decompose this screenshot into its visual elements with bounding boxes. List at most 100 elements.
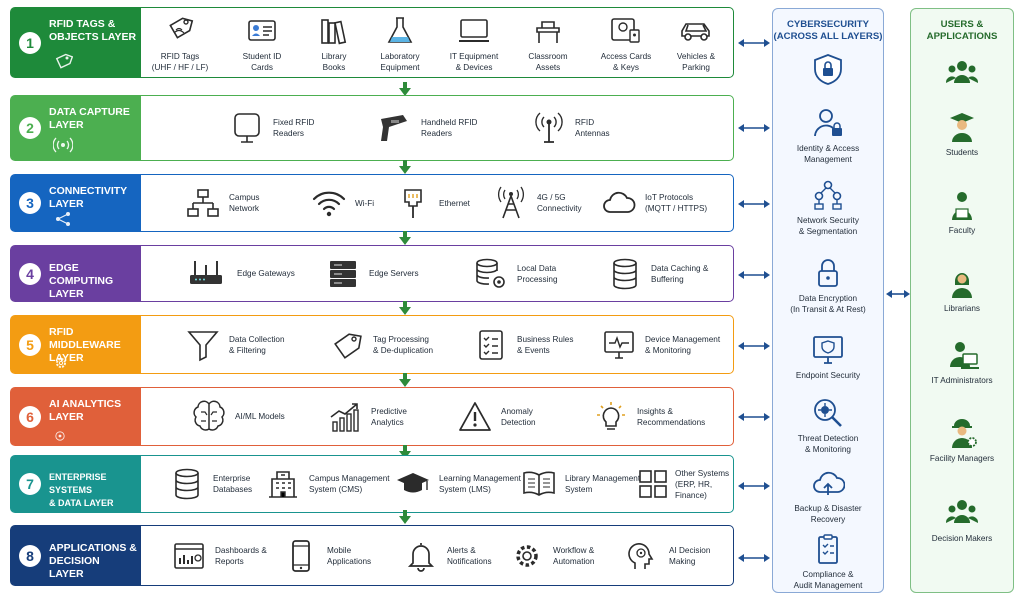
security-label: Backup & Disaster Recovery	[794, 504, 862, 524]
monitor-icon	[459, 19, 489, 42]
cloud-icon	[603, 191, 636, 213]
item-rfid-antennas: RFID Antennas	[531, 111, 610, 145]
security-item-network: Network Security & Segmentation	[773, 179, 883, 237]
padlock-icon	[818, 259, 838, 287]
item-device-management: Device Management & Monitoring	[601, 328, 720, 362]
rfid-tag-icon	[169, 17, 194, 39]
item-data-caching: Data Caching & Buffering	[607, 257, 708, 291]
layer-3-items: Campus Network Wi-Fi Ethernet 4G / 5G Co…	[141, 175, 733, 231]
decision-makers-icon	[945, 500, 979, 523]
layer-title: ENTERPRISE SYSTEMS & DATA LAYER	[49, 472, 114, 508]
gear-icon	[56, 358, 66, 368]
signal-icon	[53, 137, 73, 153]
layer-number: 1	[19, 31, 41, 54]
books-icon	[321, 19, 347, 45]
item-workflow: Workflow & Automation	[509, 539, 594, 573]
bidirectional-arrow-icon	[738, 342, 770, 350]
item-enterprise-databases: Enterprise Databases	[169, 467, 252, 501]
layer-number: 4	[19, 262, 41, 285]
security-item-backup: Backup & Disaster Recovery	[773, 467, 883, 525]
bidirectional-arrow-icon	[738, 482, 770, 490]
item-campus-network: Campus Network	[185, 186, 260, 220]
item-tag-processing: Tag Processing & De-duplication	[329, 328, 433, 362]
user-item-it-admins: IT Administrators	[911, 339, 1013, 386]
item-label: Insights & Recommendations	[637, 406, 706, 427]
brain-icon	[193, 400, 225, 431]
cloud-backup-icon	[813, 471, 845, 495]
layer-title: RFID TAGS & OBJECTS LAYER	[49, 18, 137, 43]
down-arrow-icon	[399, 445, 411, 459]
item-label: Learning Management System (LMS)	[439, 474, 521, 494]
layer-title: AI ANALYTICS LAYER	[49, 398, 122, 423]
item-anomaly-detection: Anomaly Detection	[457, 400, 536, 434]
bidirectional-arrow-icon	[738, 124, 770, 132]
users-title: USERS & APPLICATIONS	[926, 19, 998, 42]
funnel-icon	[187, 330, 219, 361]
endpoint-shield-icon	[813, 336, 843, 364]
lightbulb-icon	[597, 401, 625, 430]
item-classroom-assets: Classroom Assets	[511, 14, 585, 73]
user-label: Librarians	[944, 304, 980, 313]
bidirectional-arrow-icon	[738, 39, 770, 47]
item-access-cards: Access Cards & Keys	[589, 14, 663, 73]
item-predictive-analytics: Predictive Analytics	[327, 400, 407, 434]
bidirectional-arrow-icon	[738, 413, 770, 421]
item-label: Tag Processing & De-duplication	[373, 334, 434, 355]
layer-number: 3	[19, 192, 41, 214]
layer-5-header: 5 RFID MIDDLEWARE LAYER	[11, 316, 141, 373]
handheld-reader-icon	[381, 115, 407, 141]
item-label: IT Equipment & Devices	[449, 52, 499, 72]
security-item-compliance: Compliance & Audit Management	[773, 533, 883, 591]
item-label: Other Systems (ERP, HR, Finance)	[675, 468, 730, 500]
item-ai-ml-models: AI/ML Models	[191, 400, 285, 434]
student-icon	[950, 113, 974, 142]
bidirectional-arrow-icon	[738, 200, 770, 208]
layer-5-rfid-middleware: 5 RFID MIDDLEWARE LAYER Data Collection …	[10, 315, 734, 374]
item-label: Student ID Cards	[242, 52, 282, 72]
security-label: Compliance & Audit Management	[793, 570, 863, 590]
item-data-collection: Data Collection & Filtering	[185, 328, 285, 362]
tag-icon	[55, 53, 73, 69]
item-label: RFID Tags (UHF / HF / LF)	[151, 52, 209, 72]
security-label: Endpoint Security	[795, 371, 861, 380]
user-lock-icon	[814, 109, 842, 137]
user-item-faculty: Faculty	[911, 189, 1013, 236]
librarian-icon	[952, 273, 972, 298]
antenna-icon	[535, 112, 563, 143]
grid-icon	[639, 470, 667, 498]
security-label: Network Security & Segmentation	[797, 216, 859, 236]
server-icon	[330, 260, 356, 287]
users-panel: USERS & APPLICATIONS Students Faculty Li…	[910, 8, 1014, 593]
item-label: Edge Servers	[369, 269, 419, 278]
cybersecurity-panel: CYBERSECURITY (ACROSS ALL LAYERS) Identi…	[772, 8, 884, 593]
user-label: Students	[945, 148, 979, 157]
layer-number: 8	[19, 544, 41, 567]
layer-title: APPLICATIONS & DECISION LAYER	[49, 542, 137, 580]
user-label: Decision Makers	[931, 534, 993, 543]
item-rfid-tags: RFID Tags (UHF / HF / LF)	[143, 14, 217, 73]
mobile-icon	[292, 539, 310, 572]
network-icon	[187, 189, 219, 217]
item-label: Workflow & Automation	[553, 545, 595, 566]
network-segment-icon	[814, 180, 842, 210]
item-label: Campus Management System (CMS)	[309, 474, 390, 494]
security-item-shield	[773, 53, 883, 85]
group-icon	[945, 61, 979, 83]
share-icon	[56, 212, 70, 226]
graduation-cap-icon	[397, 473, 429, 493]
item-4g-5g: 4G / 5G Connectivity	[493, 186, 582, 220]
down-arrow-icon	[399, 510, 411, 524]
layer-4-header: 4 EDGE COMPUTING LAYER	[11, 246, 141, 301]
layer-2-items: Fixed RFID Readers Handheld RFID Readers…	[141, 96, 733, 160]
ai-head-icon	[628, 542, 654, 569]
user-item-librarians: Librarians	[911, 267, 1013, 314]
item-label: RFID Antennas	[575, 118, 610, 138]
down-arrow-icon	[399, 82, 411, 96]
item-label: Anomaly Detection	[501, 406, 536, 427]
item-mobile-apps: Mobile Applications	[283, 539, 371, 573]
item-label: AI Decision Making	[669, 545, 711, 566]
layer-number: 6	[19, 405, 41, 428]
user-label: Faculty	[948, 226, 976, 235]
threat-search-icon	[814, 399, 842, 427]
down-arrow-icon	[399, 373, 411, 387]
